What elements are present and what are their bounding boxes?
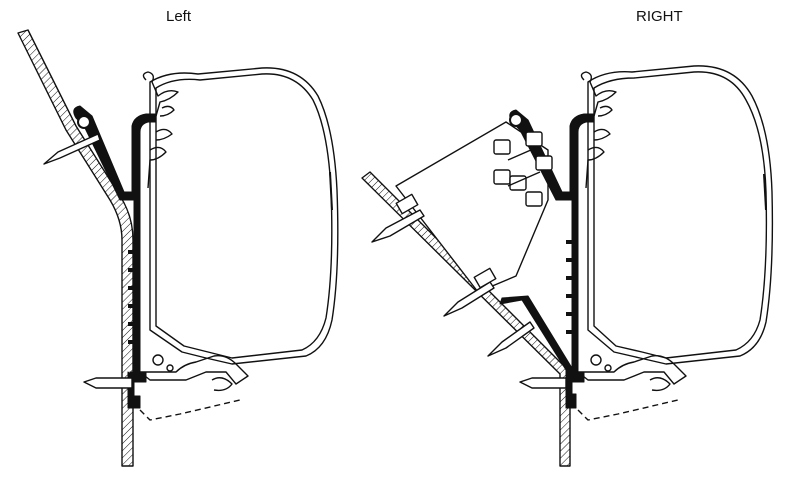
left-top-clip [142,71,179,117]
right-adapter-plate [395,121,549,293]
right-adapter-rail [509,109,595,383]
right-lower-bracket [499,295,577,409]
right-bolt-group [493,131,553,207]
left-awning-fabric-dashed [139,399,241,421]
right-screw-3 [487,321,535,357]
right-screw-bottom [519,377,567,389]
right-assembly [361,65,774,467]
right-vehicle-wall [361,171,571,467]
left-awning-housing [149,67,339,365]
right-awning-fabric-dashed [577,399,679,421]
left-vehicle-wall [17,29,134,467]
right-screw-1 [371,209,425,243]
right-awning-housing [587,65,774,365]
left-assembly [17,29,339,467]
left-adapter-rail [73,105,157,383]
right-panel-title: RIGHT [636,8,683,25]
right-screw-2 [443,281,495,317]
left-panel-title: Left [166,8,192,25]
left-screw-top [43,133,101,165]
left-screw-bottom [83,377,133,389]
